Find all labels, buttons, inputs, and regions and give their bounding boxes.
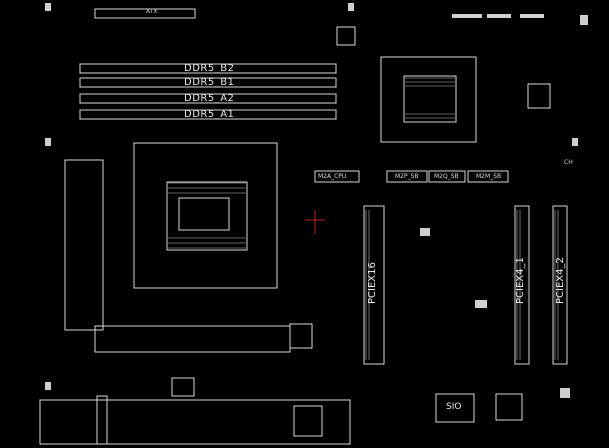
ddr5-b1-label: DDR5_B1 bbox=[184, 77, 235, 88]
pcie-x4-2-slot bbox=[552, 205, 568, 365]
pcie-x4-2-label: PCIEX4_2 bbox=[555, 257, 566, 304]
pcie-x16-slot bbox=[363, 205, 385, 365]
ddr5-b2-label: DDR5_B2 bbox=[184, 63, 235, 74]
cpu-socket bbox=[133, 142, 278, 289]
ddr-slot-a2 bbox=[79, 93, 337, 104]
m2a-cpu-label: M2A_CPU bbox=[318, 173, 347, 180]
sio-label: SIO bbox=[446, 402, 462, 412]
atx-connector bbox=[94, 8, 196, 19]
ddr-slot-b2 bbox=[79, 63, 337, 74]
ddr5-a1-label: DDR5_A1 bbox=[184, 109, 235, 120]
atx-label: ATX bbox=[146, 8, 158, 15]
ddr5-a2-label: DDR5_A2 bbox=[184, 93, 235, 104]
chipset bbox=[380, 56, 477, 143]
pcie-x16-label: PCIEX16 bbox=[367, 262, 378, 304]
pcie-x4-1-slot bbox=[514, 205, 530, 365]
misc-chip-label: CH bbox=[564, 159, 573, 166]
m2q-sb-label: M2Q_SB bbox=[434, 173, 459, 180]
ddr-slot-a1 bbox=[79, 109, 337, 120]
ddr-slot-b1 bbox=[79, 77, 337, 88]
m2m-sb-label: M2M_SB bbox=[476, 173, 502, 180]
sio-chip bbox=[435, 393, 475, 423]
pcie-x4-1-label: PCIEX4_1 bbox=[515, 257, 526, 304]
m2p-sb-label: M2P_SB bbox=[395, 173, 419, 180]
